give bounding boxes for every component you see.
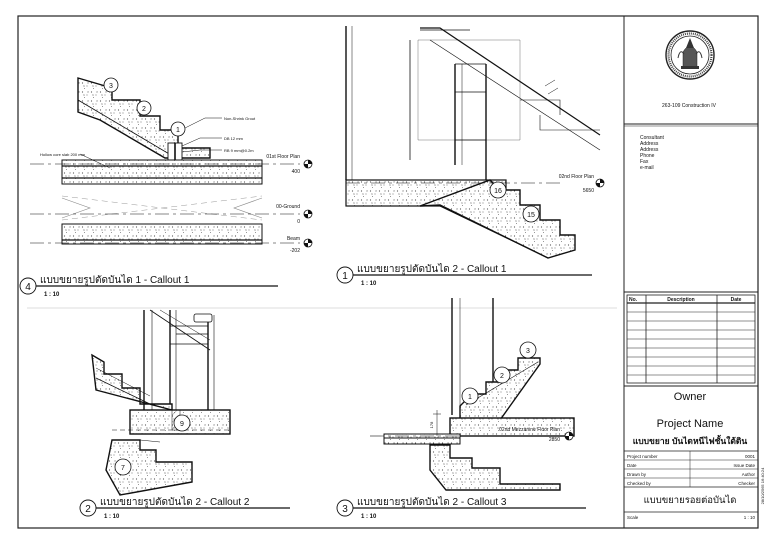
level-value: 5650 (583, 188, 594, 194)
callout-label: 7 (121, 465, 125, 472)
scale-value: 1 : 10 (744, 515, 756, 520)
view-title[interactable]: แบบขยายรูปตัดบันได 2 - Callout 1 (357, 263, 507, 275)
note-rb: RB 9 mm@0.2m (224, 148, 254, 153)
rev-header-no: No. (629, 297, 638, 303)
consultant-line: e-mail (640, 165, 654, 171)
callout-label: 15 (527, 212, 535, 219)
level-marker (303, 159, 313, 169)
field-label: Date (627, 463, 637, 468)
rev-header-description: Description (667, 297, 695, 303)
level-value: 400 (292, 169, 301, 175)
level-name: 01st Floor Plan (266, 154, 300, 160)
level-marker (564, 431, 574, 441)
callout-label: 2 (142, 106, 146, 113)
owner: Owner (674, 391, 707, 403)
title-block (624, 30, 758, 513)
consultant-line: Fax (640, 159, 649, 165)
level-marker (303, 209, 313, 219)
field-value: Author (742, 472, 756, 477)
callout-label: 3 (109, 83, 113, 90)
view-number: 4 (25, 282, 31, 293)
view-scale: 1 : 10 (361, 514, 377, 520)
level-name: 02nd Mezzanine Floor Plan (499, 427, 560, 433)
level-value: 0 (297, 219, 300, 225)
view-number: 2 (85, 504, 91, 515)
note-hollow-core: Hollow core slab 200 mm (40, 152, 86, 157)
field-value: Issue Date (733, 463, 755, 468)
view-3-drawing (370, 298, 575, 491)
view-scale: 1 : 10 (104, 514, 120, 520)
sheet-title: แบบขยายรอยต่อบันได (644, 494, 737, 506)
field-label: Drawn by (627, 472, 647, 477)
level-marker (595, 178, 605, 188)
project-code: 263-109 Construction IV (662, 103, 717, 109)
field-label: Checked by (627, 481, 652, 486)
sheet-subtitle: แบบขยาย บันไดหนีไฟชั้นใต้ดิน (633, 434, 748, 446)
note-grout: Non-Shrink Grout (224, 116, 256, 121)
level-name: 02nd Floor Plan (559, 174, 595, 180)
view-title[interactable]: แบบขยายรูปตัดบันได 1 - Callout 1 (40, 274, 190, 286)
callout-label: 9 (180, 421, 184, 428)
consultant-line: Consultant (640, 135, 665, 141)
level-marker (303, 238, 313, 248)
field-value: Checker (738, 481, 755, 486)
view-title[interactable]: แบบขยายรูปตัดบันได 2 - Callout 3 (357, 496, 507, 508)
view-4-drawing (30, 77, 313, 248)
field-value: 0001 (745, 454, 756, 459)
view-number: 1 (342, 271, 348, 282)
rev-header-date: Date (731, 297, 742, 303)
level-value: -202 (290, 248, 300, 254)
callout-label: 3 (526, 348, 530, 355)
view-scale: 1 : 10 (361, 281, 377, 287)
project-name: Project Name (657, 418, 724, 430)
level-value: 2850 (549, 437, 560, 443)
view-1-drawing (345, 26, 605, 259)
view-scale: 1 : 10 (44, 292, 60, 298)
field-label: Project number (627, 454, 658, 459)
callout-label: 2 (500, 373, 504, 380)
university-seal-logo (665, 30, 715, 80)
dimension-value: 178 (429, 421, 434, 428)
view-number: 3 (342, 504, 348, 515)
scale-label: Scale (627, 515, 639, 520)
level-name: 00-Ground (276, 204, 300, 210)
consultant-line: Address (640, 141, 659, 147)
callout-label: 1 (468, 394, 472, 401)
view-2-drawing (91, 309, 231, 496)
consultant-block: Consultant Address Address Phone Fax e-m… (640, 135, 665, 171)
print-timestamp: 28/10/2565 16:40:24 (760, 467, 765, 504)
note-db: DB 12 mm (224, 136, 244, 141)
consultant-line: Phone (640, 153, 655, 159)
consultant-line: Address (640, 147, 659, 153)
level-name: Beam (287, 236, 300, 242)
view-title[interactable]: แบบขยายรูปตัดบันได 2 - Callout 2 (100, 496, 250, 508)
callout-label: 1 (176, 127, 180, 134)
callout-label: 16 (494, 188, 502, 195)
